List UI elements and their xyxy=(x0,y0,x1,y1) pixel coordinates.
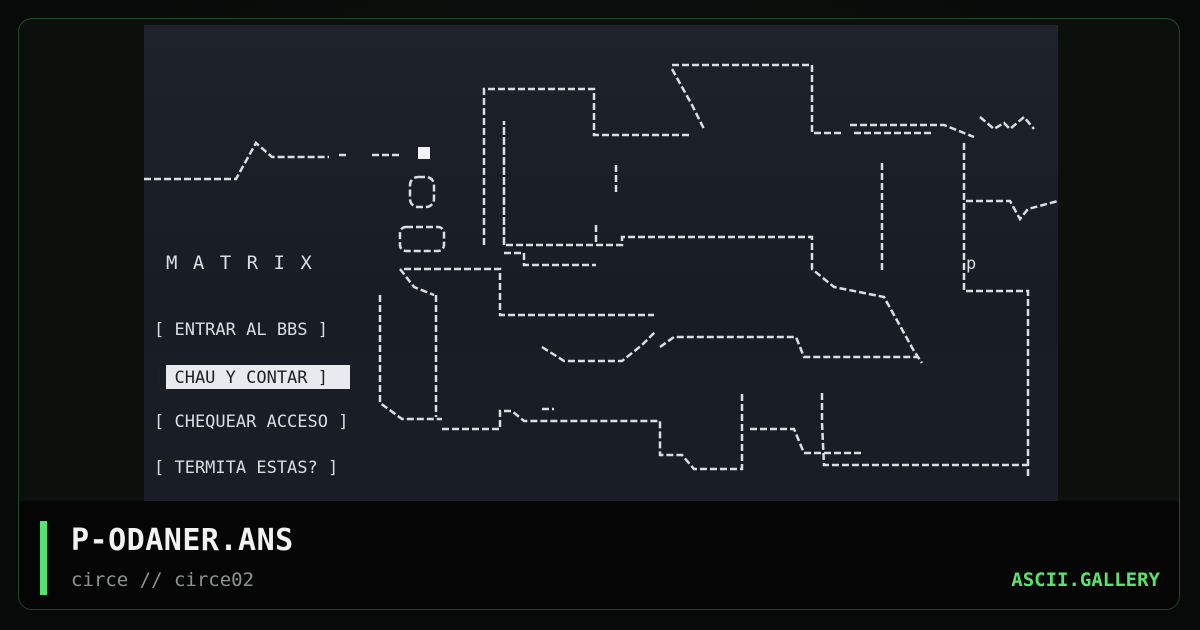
dome-slant xyxy=(670,68,706,130)
smokestack-top xyxy=(408,175,436,209)
boiler-lower xyxy=(404,267,654,317)
cowcatcher xyxy=(399,268,435,297)
card-frame: M A T R I X p [ ENTRAR AL BBS ] [ CHAU Y… xyxy=(18,18,1180,610)
boiler-line xyxy=(594,225,924,364)
dome-roof xyxy=(672,63,844,135)
artwork-title: P-ODANER.ANS xyxy=(71,523,294,558)
accent-bar xyxy=(40,521,47,595)
menu-item-enter-bbs[interactable]: [ ENTRAR AL BBS ] xyxy=(154,320,328,340)
wheel-1 xyxy=(541,330,657,363)
ansi-artwork: M A T R I X p [ ENTRAR AL BBS ] [ CHAU Y… xyxy=(144,25,1058,501)
matrix-logo: M A T R I X xyxy=(166,252,314,274)
menu-item-chau-contar[interactable]: [ CHAU Y CONTAR ] xyxy=(154,368,328,388)
train-lines xyxy=(144,63,1058,477)
train-ascii-art: M A T R I X p [ ENTRAR AL BBS ] [ CHAU Y… xyxy=(144,63,1058,501)
boiler-front xyxy=(504,251,596,267)
caption-bar: P-ODANER.ANS circe // circe02 ASCII.GALL… xyxy=(19,501,1179,609)
cab-letter: p xyxy=(966,254,976,274)
tender-right xyxy=(962,143,1030,477)
car-roof-1 xyxy=(850,123,975,139)
chassis-3 xyxy=(820,393,1028,467)
smokestack-base xyxy=(398,225,446,253)
chassis-2 xyxy=(750,427,864,455)
chassis-1 xyxy=(442,391,744,471)
car-roof-3 xyxy=(979,115,1035,131)
menu-selection-highlight xyxy=(166,365,350,389)
cab-roof xyxy=(482,87,689,245)
smoke-trail xyxy=(144,141,329,181)
site-brand[interactable]: ASCII.GALLERY xyxy=(1011,569,1160,591)
tender-trim xyxy=(966,199,1058,222)
front-buffer xyxy=(378,295,442,421)
menu-item-chequear-acceso[interactable]: [ CHEQUEAR ACCESO ] xyxy=(154,412,348,432)
artwork-author[interactable]: circe // circe02 xyxy=(71,569,255,591)
wheel-2 xyxy=(659,335,918,359)
cab-inner xyxy=(502,121,594,247)
smoke-block xyxy=(418,147,430,159)
menu-item-termita-estas[interactable]: [ TERMITA ESTAS? ] xyxy=(154,458,338,478)
